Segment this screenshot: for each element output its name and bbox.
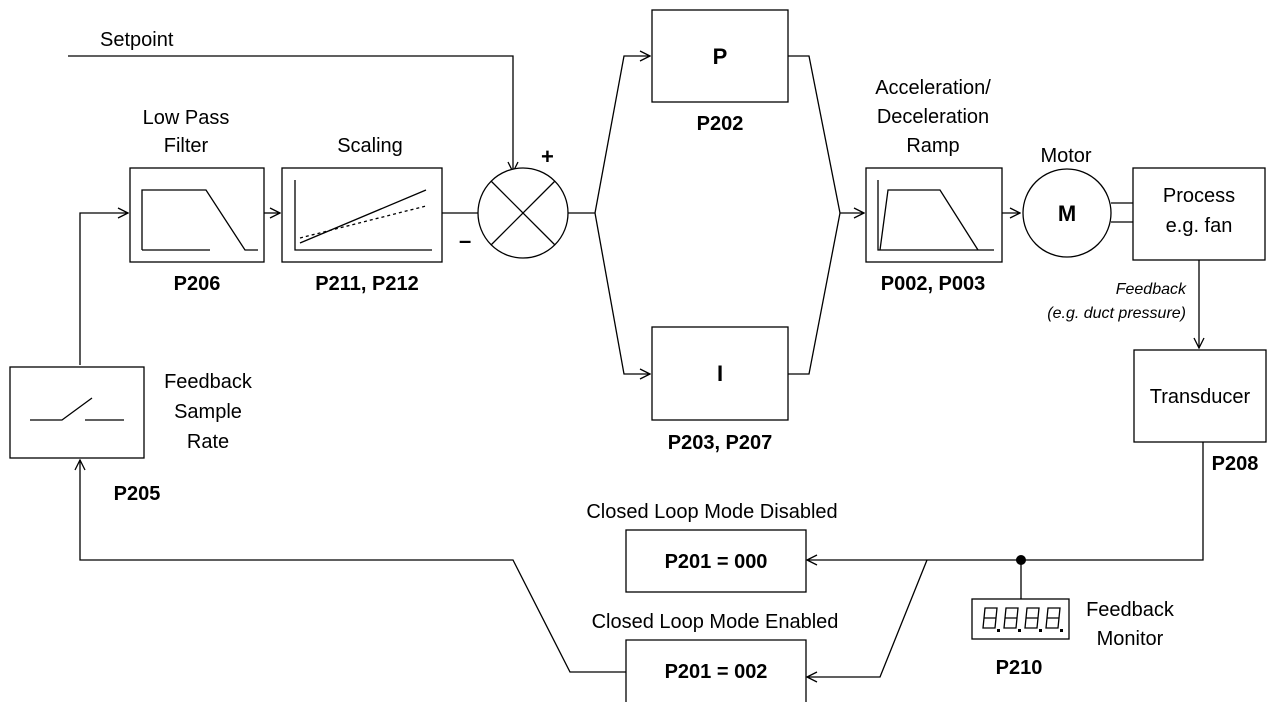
param-p206: P206: [174, 273, 221, 295]
param-p208: P208: [1212, 453, 1259, 475]
to-p-line: [594, 56, 650, 214]
param-p002-p003: P002, P003: [881, 273, 986, 295]
feedback-note-2: (e.g. duct pressure): [1047, 305, 1186, 322]
ramp-block: [865, 167, 1003, 263]
transducer-output-line: [807, 442, 1204, 560]
feedback-sample-label-2: Sample: [174, 401, 242, 423]
plus-sign: +: [541, 144, 554, 169]
accel-decel-label-3: Ramp: [906, 135, 959, 157]
closed-loop-enabled-label: Closed Loop Mode Enabled: [592, 611, 839, 633]
summing-junction: [477, 167, 569, 259]
param-p203-p207: P203, P207: [668, 432, 773, 454]
transducer-label: Transducer: [1150, 386, 1251, 408]
i-block: [651, 326, 789, 421]
motor-symbol: [1022, 168, 1112, 258]
setpoint-label: Setpoint: [100, 29, 174, 51]
feedback-sample-label-1: Feedback: [164, 371, 253, 393]
process-label-2: e.g. fan: [1166, 215, 1233, 237]
feedback-note-1: Feedback: [1116, 281, 1187, 298]
param-p211-p212: P211, P212: [315, 273, 418, 295]
p-output-line: [788, 55, 841, 214]
accel-decel-label-1: Acceleration/: [875, 77, 991, 99]
seven-segment-display: [971, 598, 1070, 640]
mode-enabled-box: [625, 639, 807, 702]
to-enabled-mode-line: [807, 559, 928, 677]
feedback-sample-label-3: Rate: [187, 431, 229, 453]
scaling-label: Scaling: [337, 135, 403, 157]
feedback-monitor-label-2: Monitor: [1097, 628, 1164, 650]
closed-loop-disabled-label: Closed Loop Mode Disabled: [586, 501, 837, 523]
motor-label: Motor: [1040, 145, 1091, 167]
process-block: [1132, 167, 1266, 261]
enabled-to-sampler-line: [80, 460, 626, 673]
mode-disabled-box: [625, 529, 807, 593]
motor-letter: M: [1058, 201, 1076, 226]
param-p205: P205: [114, 483, 161, 505]
low-pass-filter-label-1: Low Pass: [143, 107, 230, 129]
feedback-sample-block: [9, 366, 145, 459]
p-block-label: P: [713, 44, 728, 69]
low-pass-filter-block: [129, 167, 265, 263]
transducer-block: [1133, 349, 1267, 443]
minus-sign: –: [459, 228, 471, 253]
accel-decel-label-2: Deceleration: [877, 106, 989, 128]
setpoint-line: [68, 55, 513, 172]
process-label-1: Process: [1163, 185, 1235, 207]
scaling-block: [281, 167, 443, 263]
param-p202: P202: [697, 113, 744, 135]
feedback-monitor-label-1: Feedback: [1086, 599, 1175, 621]
low-pass-filter-label-2: Filter: [164, 135, 209, 157]
feedback-to-filter-line: [79, 213, 128, 365]
i-block-label: I: [717, 361, 723, 386]
param-p201-disabled: P201 = 000: [665, 551, 768, 573]
to-i-line: [594, 212, 650, 374]
param-p201-enabled: P201 = 002: [665, 661, 768, 683]
param-p210: P210: [996, 657, 1043, 679]
i-output-line: [788, 212, 841, 375]
